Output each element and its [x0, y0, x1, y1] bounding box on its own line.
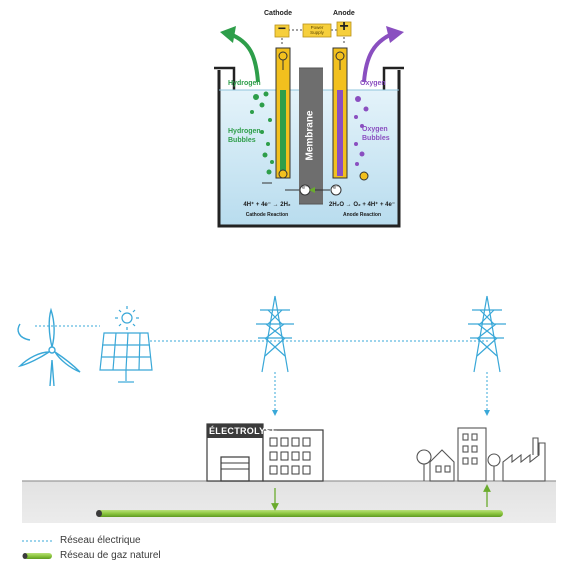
wind-turbine-icon [17, 307, 81, 387]
oxygen-label: Oxygen [360, 80, 386, 87]
oxygen-bubbles-label: Oxygen Bubbles [362, 126, 390, 142]
electrolyse-label: ÉLECTROLYSE [209, 426, 278, 436]
sun-icon [115, 306, 139, 330]
hydrogen-bubbles-label: Hydrogen Bubbles [228, 128, 261, 144]
power-supply-label: Power Supply [310, 25, 324, 35]
power-supply-box [302, 23, 332, 38]
anode-reaction-formula: 2H₂O → O₂ + 4H⁺ + 4e⁻ [328, 202, 396, 208]
oxygen-arrow [362, 32, 393, 83]
solar-panel-icon [99, 332, 153, 383]
legend-gas-swatch [24, 553, 52, 559]
membrane [299, 68, 323, 204]
anode-reaction-label: Anode Reaction [342, 212, 382, 218]
cathode-reaction-formula: 4H⁺ + 4e⁻ → 2H₂ [243, 202, 291, 208]
membrane-label: Membrane [304, 110, 316, 161]
oxygen-bubbles [354, 96, 369, 166]
anode-label: Anode [333, 10, 355, 17]
energy-grid [17, 295, 556, 523]
cathode-label: Cathode [264, 10, 292, 17]
hydrogen-arrow [229, 32, 260, 83]
legend-gas-label: Réseau de gaz naturel [60, 550, 161, 561]
electron-right-label: e⁻ [333, 185, 339, 191]
electron-right [330, 184, 342, 196]
legend-electric-label: Réseau électrique [60, 535, 141, 546]
minus-sign: − [277, 20, 287, 36]
cathode-reaction-label: Cathode Reaction [245, 212, 289, 218]
gas-pipeline [97, 510, 503, 517]
plus-sign: + [339, 18, 349, 35]
town-icon [416, 427, 546, 482]
electron-left-label: e⁻ [302, 185, 308, 191]
hydrogen-bubbles [250, 91, 274, 175]
pylon-icon [256, 295, 294, 373]
tank-outline [217, 70, 401, 228]
hydrogen-label: Hydrogen [228, 80, 261, 87]
electrolysis-plant [206, 423, 324, 482]
electrolysis-cell [214, 21, 404, 228]
pylon-icon-2 [468, 295, 506, 373]
